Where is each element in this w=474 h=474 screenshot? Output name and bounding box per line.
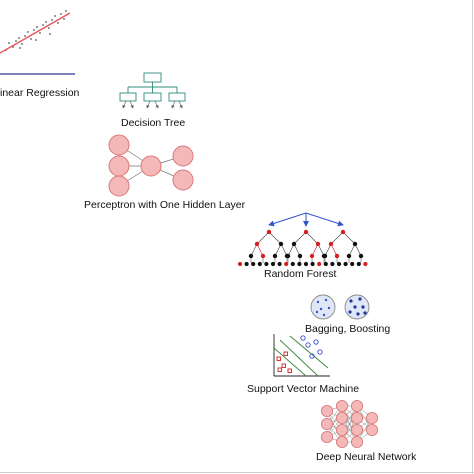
forest-leaf-dot <box>310 261 315 267</box>
deep-nn-node-layer-4 <box>365 411 379 425</box>
forest-leaf-dot <box>303 261 309 267</box>
boosting-circle <box>344 294 370 320</box>
random-forest-icon <box>237 212 368 267</box>
forest-leaf-dot <box>356 261 361 267</box>
deep-nn-node-layer-1 <box>320 404 334 418</box>
forest-root-node <box>266 229 272 235</box>
decision-tree-label: Decision Tree <box>121 117 185 129</box>
perceptron-output-node-1 <box>172 145 194 167</box>
deep-nn-node-layer-2 <box>335 423 349 437</box>
perceptron-input-node-1 <box>108 134 130 156</box>
forest-leaf-dot <box>237 261 243 267</box>
deep-nn-nodes <box>320 399 379 449</box>
forest-root-node <box>340 229 346 235</box>
svm-margin-line-2 <box>289 335 329 369</box>
deep-nn-node-layer-3 <box>350 423 364 437</box>
deep-nn-node-layer-1 <box>320 417 334 431</box>
linear-regression-label: inear Regression <box>0 87 80 99</box>
forest-leaf-dot <box>270 261 276 267</box>
forest-leaf-dot <box>290 261 295 267</box>
forest-leaf-dot <box>284 261 289 267</box>
svm-label: Support Vector Machine <box>247 383 359 395</box>
forest-leaf-dot <box>277 261 282 267</box>
forest-leaf-dot <box>343 261 348 267</box>
forest-leaf-dot <box>244 261 249 267</box>
linear-regression-icon <box>0 10 75 75</box>
deep-nn-node-layer-3 <box>350 435 364 449</box>
bagging-boosting-icon <box>310 294 370 320</box>
forest-root-node <box>303 229 309 235</box>
deep-nn-node-layer-2 <box>335 435 349 449</box>
perceptron-icon <box>108 134 194 197</box>
deep-nn-node-layer-1 <box>320 430 334 444</box>
forest-tree-1 <box>248 229 290 263</box>
svm-boundary-line <box>273 347 307 377</box>
regression-line <box>0 12 71 54</box>
svm-margin-line-1 <box>279 339 319 377</box>
bagging-boosting-label: Bagging, Boosting <box>305 323 390 335</box>
tree-child-node-right <box>168 92 186 102</box>
deep-nn-label: Deep Neural Network <box>316 451 417 463</box>
deep-nn-node-layer-3 <box>350 411 364 425</box>
perceptron-output-node-2 <box>172 169 194 191</box>
deep-nn-node-layer-4 <box>365 423 379 437</box>
perceptron-label: Perceptron with One Hidden Layer <box>84 199 246 211</box>
forest-leaf-dot <box>257 261 262 267</box>
tree-root-node <box>143 72 162 83</box>
tree-child-node-left <box>119 92 137 102</box>
forest-leaf-dot <box>330 261 335 267</box>
forest-leaf-dot <box>264 261 269 267</box>
regression-scatter-points <box>5 10 67 51</box>
perceptron-input-node-3 <box>108 175 130 197</box>
decision-tree-icon <box>119 72 186 109</box>
perceptron-input-node-2 <box>108 155 130 177</box>
forest-leaf-dot <box>297 261 302 267</box>
deep-nn-node-layer-2 <box>335 399 349 413</box>
tree-child-node-middle <box>143 92 162 102</box>
forest-tree-3 <box>322 229 364 263</box>
deep-nn-edges <box>326 405 373 443</box>
forest-leaf-dot <box>363 261 368 267</box>
forest-leaf-dot <box>336 261 342 267</box>
deep-nn-node-layer-3 <box>350 399 364 413</box>
forest-leaf-dot <box>350 261 355 267</box>
forest-leaf-dot <box>323 261 328 267</box>
forest-top-arrows <box>268 212 344 227</box>
forest-leaf-dot <box>251 261 256 267</box>
deep-nn-icon <box>320 399 379 449</box>
svm-icon <box>273 334 330 377</box>
perceptron-hidden-node <box>140 155 162 177</box>
forest-tree-2 <box>285 229 327 263</box>
deep-nn-node-layer-2 <box>335 411 349 425</box>
forest-leaf-dot <box>317 261 322 267</box>
random-forest-label: Random Forest <box>264 268 336 280</box>
forest-trees <box>237 229 368 267</box>
